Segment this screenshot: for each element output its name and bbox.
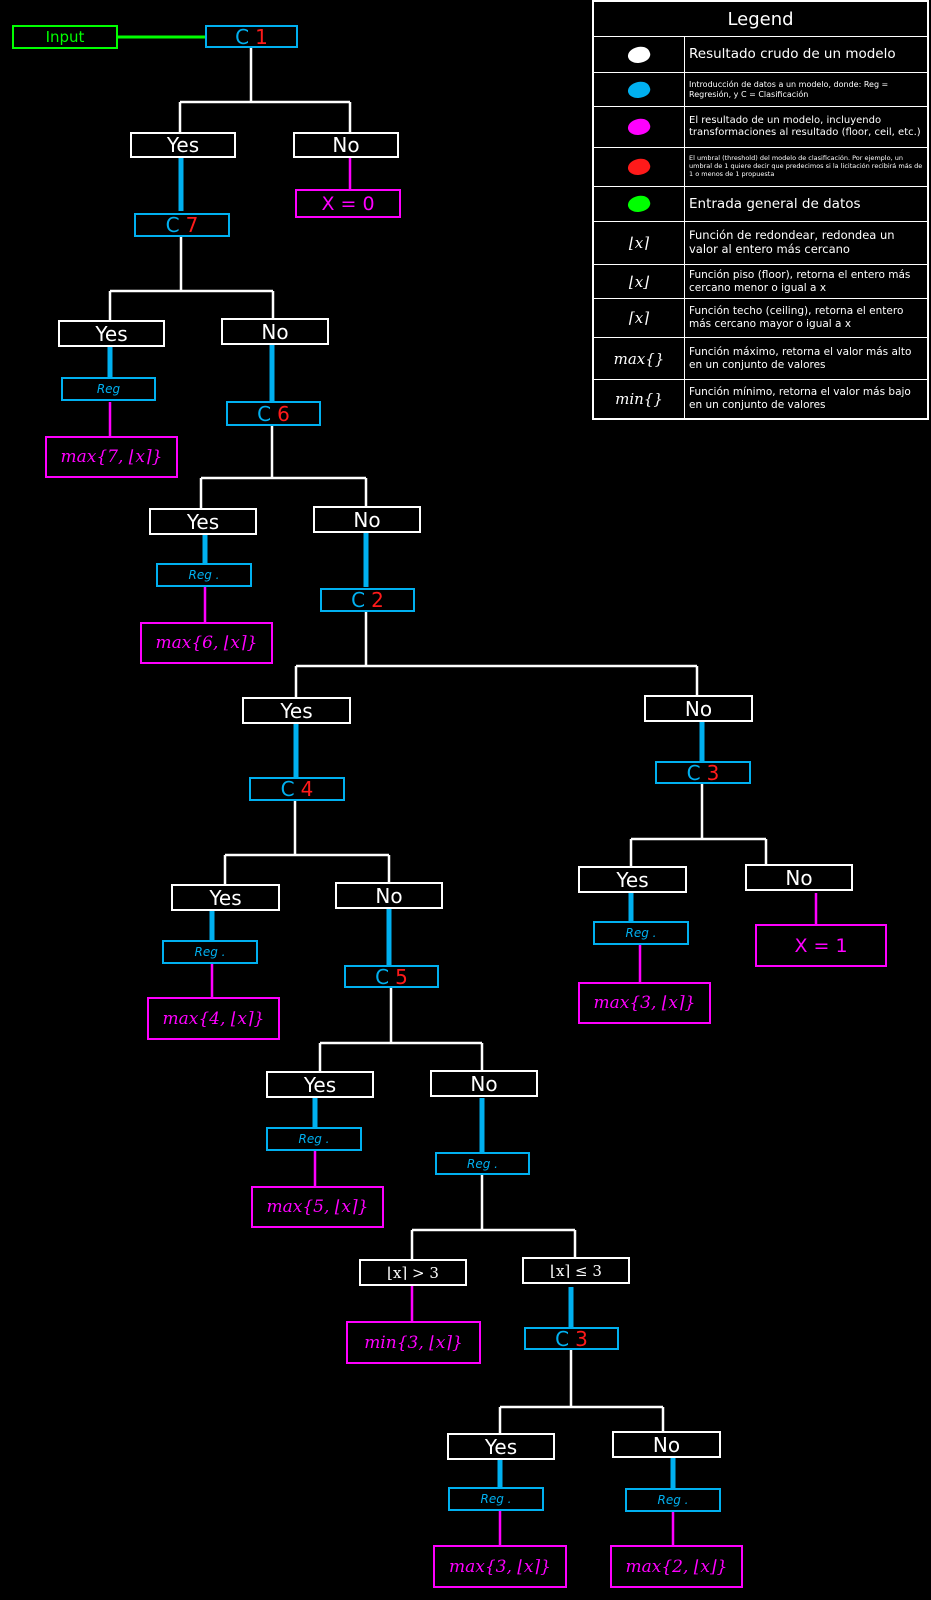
legend-row: min{} Función mínimo, retorna el valor m… [594,380,927,418]
result-node-x1: X = 1 [755,924,887,967]
classifier-label: C [235,24,250,49]
white-blob-icon [625,43,653,66]
legend-text: Función piso (floor), retorna el entero … [689,268,911,294]
result-node-max3: max{3, ⌊x⌉} [433,1545,567,1588]
classifier-label: C [375,964,390,989]
threshold-number: 2 [371,588,384,612]
regression-node: Reg . [162,940,258,964]
yes-node: Yes [149,508,257,535]
no-node: No [221,318,329,345]
no-node: No [612,1431,721,1458]
result-node-max6: max{6, ⌊x⌉} [140,622,273,664]
result-node-min3: min{3, ⌊x⌉} [346,1321,481,1364]
yes-node: Yes [58,320,165,347]
regression-node: Reg . [435,1152,530,1175]
blue-blob-icon [625,78,653,101]
regression-node: Reg . [266,1127,362,1151]
legend-row: El umbral (threshold) del modelo de clas… [594,148,927,187]
legend-text: Función de redondear, redondea un valor … [689,228,895,256]
legend-table: Legend Resultado crudo de un modelo Intr… [592,0,929,420]
classifier-label: C [351,588,366,612]
threshold-number: 1 [255,24,268,49]
result-node-max3: max{3, ⌊x⌉} [578,982,711,1024]
threshold-number: 6 [277,401,290,426]
classifier-label: C [165,213,180,237]
legend-text: El umbral (threshold) del modelo de clas… [689,154,923,178]
no-node: No [644,695,753,722]
green-blob-icon [625,192,653,216]
regression-node: Reg . [625,1488,721,1512]
threshold-number: 7 [185,213,199,237]
yes-node: Yes [130,132,236,158]
classifier-label: C [555,1326,570,1351]
legend-row: ⌊x⌋ Función piso (floor), retorna el ent… [594,265,927,299]
legend-row: max{} Función máximo, retorna el valor m… [594,338,927,380]
result-node-x0: X = 0 [295,189,401,218]
threshold-number: 3 [706,760,720,785]
threshold-number: 3 [575,1326,588,1351]
round-symbol: ⌊x⌉ [594,222,685,264]
no-node: No [745,864,853,891]
condition-node-gt3: ⌊x⌉ > 3 [359,1259,467,1286]
no-node: No [293,132,399,158]
min-symbol: min{} [594,380,685,418]
legend-row: Resultado crudo de un modelo [594,37,927,73]
legend-row: El resultado de un modelo, incluyendo tr… [594,107,927,148]
result-node-max4: max{4, ⌊x⌉} [147,997,280,1040]
classifier-label: C [686,760,701,785]
yes-node: Yes [171,884,280,911]
yes-node: Yes [242,697,351,724]
regression-node: Reg . [593,921,689,945]
regression-node: Reg . [156,563,252,587]
yes-node: Yes [266,1071,374,1098]
legend-row: ⌊x⌉ Función de redondear, redondea un va… [594,222,927,265]
no-node: No [430,1070,538,1097]
classifier-label: C [280,777,295,801]
legend-text: Función techo (ceiling), retorna el ente… [689,305,904,330]
floor-symbol: ⌊x⌋ [594,265,685,298]
legend-text: El resultado de un modelo, incluyendo tr… [689,115,921,138]
regression-node: Reg . [448,1487,544,1511]
no-node: No [313,506,421,533]
result-node-max5: max{5, ⌊x⌉} [251,1186,384,1228]
max-symbol: max{} [594,338,685,379]
pink-blob-icon [625,115,653,139]
result-node-max2: max{2, ⌊x⌋} [610,1545,743,1588]
yes-node: Yes [578,866,687,893]
legend-text: Función mínimo, retorna el valor más baj… [689,386,911,411]
red-blob-icon [625,155,653,179]
legend-row: Entrada general de datos [594,187,927,222]
no-node: No [335,882,443,909]
legend-title: Legend [594,2,927,37]
threshold-number: 4 [300,777,314,801]
yes-node: Yes [447,1433,555,1460]
legend-text: Resultado crudo de un modelo [689,46,896,63]
condition-node-le3: ⌊x⌉ ≤ 3 [522,1257,630,1284]
input-node: Input [12,25,118,49]
threshold-number: 5 [395,964,408,989]
legend-text: Introducción de datos a un modelo, donde… [689,79,889,99]
legend-row: Introducción de datos a un modelo, donde… [594,73,927,107]
classifier-label: C [257,401,272,426]
ceiling-symbol: ⌈x⌉ [594,299,685,337]
legend-text: Función máximo, retorna el valor más alt… [689,345,912,371]
regression-node: Reg [61,377,156,401]
legend-text: Entrada general de datos [689,195,861,212]
result-node-max7: max{7, ⌊x⌉} [45,436,178,478]
legend-row: ⌈x⌉ Función techo (ceiling), retorna el … [594,299,927,338]
